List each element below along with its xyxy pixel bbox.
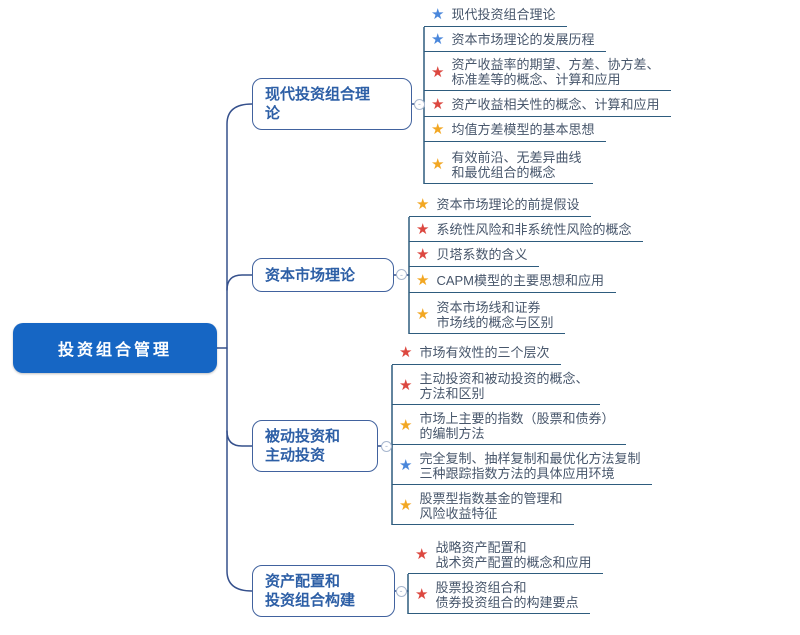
star-icon: ★ xyxy=(416,220,430,238)
leaf-node-label: 均值方差模型的基本思想 xyxy=(451,121,595,137)
leaf-node[interactable]: ★ 股票投资组合和 债券投资组合的构建要点 xyxy=(408,576,591,614)
leaf-node-label: 现代投资组合理论 xyxy=(451,6,556,22)
branch-node[interactable]: 现代投资组合理 论 xyxy=(252,78,412,130)
leaf-node[interactable]: ★ 贝塔系数的含义 xyxy=(409,242,540,267)
leaf-node-label: 资产收益率的期望、方差、协方差、 标准差等的概念、计算和应用 xyxy=(451,57,660,87)
leaf-node-label: 有效前沿、无差异曲线 和最优组合的概念 xyxy=(451,149,582,180)
leaf-node[interactable]: ★ 系统性风险和非系统性风险的概念 xyxy=(409,217,644,242)
leaf-node[interactable]: ★ 战略资产配置和 战术资产配置的概念和应用 xyxy=(408,536,604,574)
star-icon: ★ xyxy=(431,95,445,113)
leaf-node-label: 主动投资和被动投资的概念、 方法和区别 xyxy=(419,370,589,401)
branch-node[interactable]: 资产配置和 投资组合构建 xyxy=(252,565,395,617)
leaf-node-label: 市场有效性的三个层次 xyxy=(419,344,550,360)
leaf-node-label: 系统性风险和非系统性风险的概念 xyxy=(436,221,632,237)
collapse-toggle-icon[interactable]: - xyxy=(396,269,407,280)
leaf-node-label: 贝塔系数的含义 xyxy=(436,246,528,262)
leaf-node-label: 市场上主要的指数（股票和债券） 的编制方法 xyxy=(419,410,615,441)
star-icon: ★ xyxy=(431,156,445,173)
star-icon: ★ xyxy=(399,457,413,474)
leaf-node-label: CAPM模型的主要思想和应用 xyxy=(436,272,605,288)
branch-node[interactable]: 被动投资和 主动投资 xyxy=(252,420,378,472)
star-icon: ★ xyxy=(415,586,429,603)
leaf-node[interactable]: ★ 均值方差模型的基本思想 xyxy=(424,117,607,142)
collapse-toggle-icon[interactable]: - xyxy=(381,440,392,452)
star-icon: ★ xyxy=(399,417,413,434)
leaf-node[interactable]: ★ 资本市场线和证券 市场线的概念与区别 xyxy=(409,296,566,334)
leaf-node[interactable]: ★ CAPM模型的主要思想和应用 xyxy=(409,268,617,293)
star-icon: ★ xyxy=(431,63,445,81)
leaf-node[interactable]: ★ 市场上主要的指数（股票和债券） 的编制方法 xyxy=(392,407,627,445)
leaf-node[interactable]: ★ 市场有效性的三个层次 xyxy=(392,340,562,365)
leaf-node[interactable]: ★ 资产收益率的期望、方差、协方差、 标准差等的概念、计算和应用 xyxy=(424,54,672,91)
star-icon: ★ xyxy=(415,546,429,563)
star-icon: ★ xyxy=(416,306,430,323)
star-icon: ★ xyxy=(431,120,445,138)
leaf-node[interactable]: ★ 资产收益相关性的概念、计算和应用 xyxy=(424,92,672,117)
star-icon: ★ xyxy=(399,343,413,361)
leaf-node[interactable]: ★ 股票型指数基金的管理和 风险收益特征 xyxy=(392,487,575,525)
leaf-node-label: 战略资产配置和 战术资产配置的概念和应用 xyxy=(435,539,592,570)
root-node-label: 投资组合管理 xyxy=(57,342,172,359)
leaf-node[interactable]: ★ 资本市场理论的前提假设 xyxy=(409,192,592,217)
leaf-node-label: 股票投资组合和 债券投资组合的构建要点 xyxy=(435,579,579,610)
root-node[interactable]: 投资组合管理 xyxy=(13,323,217,373)
leaf-node-label: 完全复制、抽样复制和最优化方法复制 三种跟踪指数方法的具体应用环境 xyxy=(419,450,641,481)
branch-node[interactable]: 资本市场理论 xyxy=(252,258,394,292)
collapse-toggle-icon[interactable]: - xyxy=(395,585,407,597)
star-icon: ★ xyxy=(431,30,445,48)
leaf-node-label: 资本市场理论的发展历程 xyxy=(451,31,595,47)
leaf-node[interactable]: ★ 完全复制、抽样复制和最优化方法复制 三种跟踪指数方法的具体应用环境 xyxy=(392,447,653,485)
star-icon: ★ xyxy=(431,5,445,23)
star-icon: ★ xyxy=(399,377,413,394)
leaf-node-label: 资本市场线和证券 市场线的概念与区别 xyxy=(436,299,554,330)
star-icon: ★ xyxy=(416,271,430,289)
leaf-node-label: 股票型指数基金的管理和 风险收益特征 xyxy=(419,490,563,521)
leaf-node[interactable]: ★ 现代投资组合理论 xyxy=(424,2,568,27)
star-icon: ★ xyxy=(416,245,430,263)
leaf-node[interactable]: ★ 资本市场理论的发展历程 xyxy=(424,27,607,52)
leaf-node[interactable]: ★ 有效前沿、无差异曲线 和最优组合的概念 xyxy=(424,146,594,184)
star-icon: ★ xyxy=(416,195,430,213)
collapse-toggle-icon[interactable]: - xyxy=(414,98,425,110)
star-icon: ★ xyxy=(399,497,413,514)
leaf-node[interactable]: ★ 主动投资和被动投资的概念、 方法和区别 xyxy=(392,367,601,405)
leaf-node-label: 资本市场理论的前提假设 xyxy=(436,196,580,212)
leaf-node-label: 资产收益相关性的概念、计算和应用 xyxy=(451,96,660,112)
